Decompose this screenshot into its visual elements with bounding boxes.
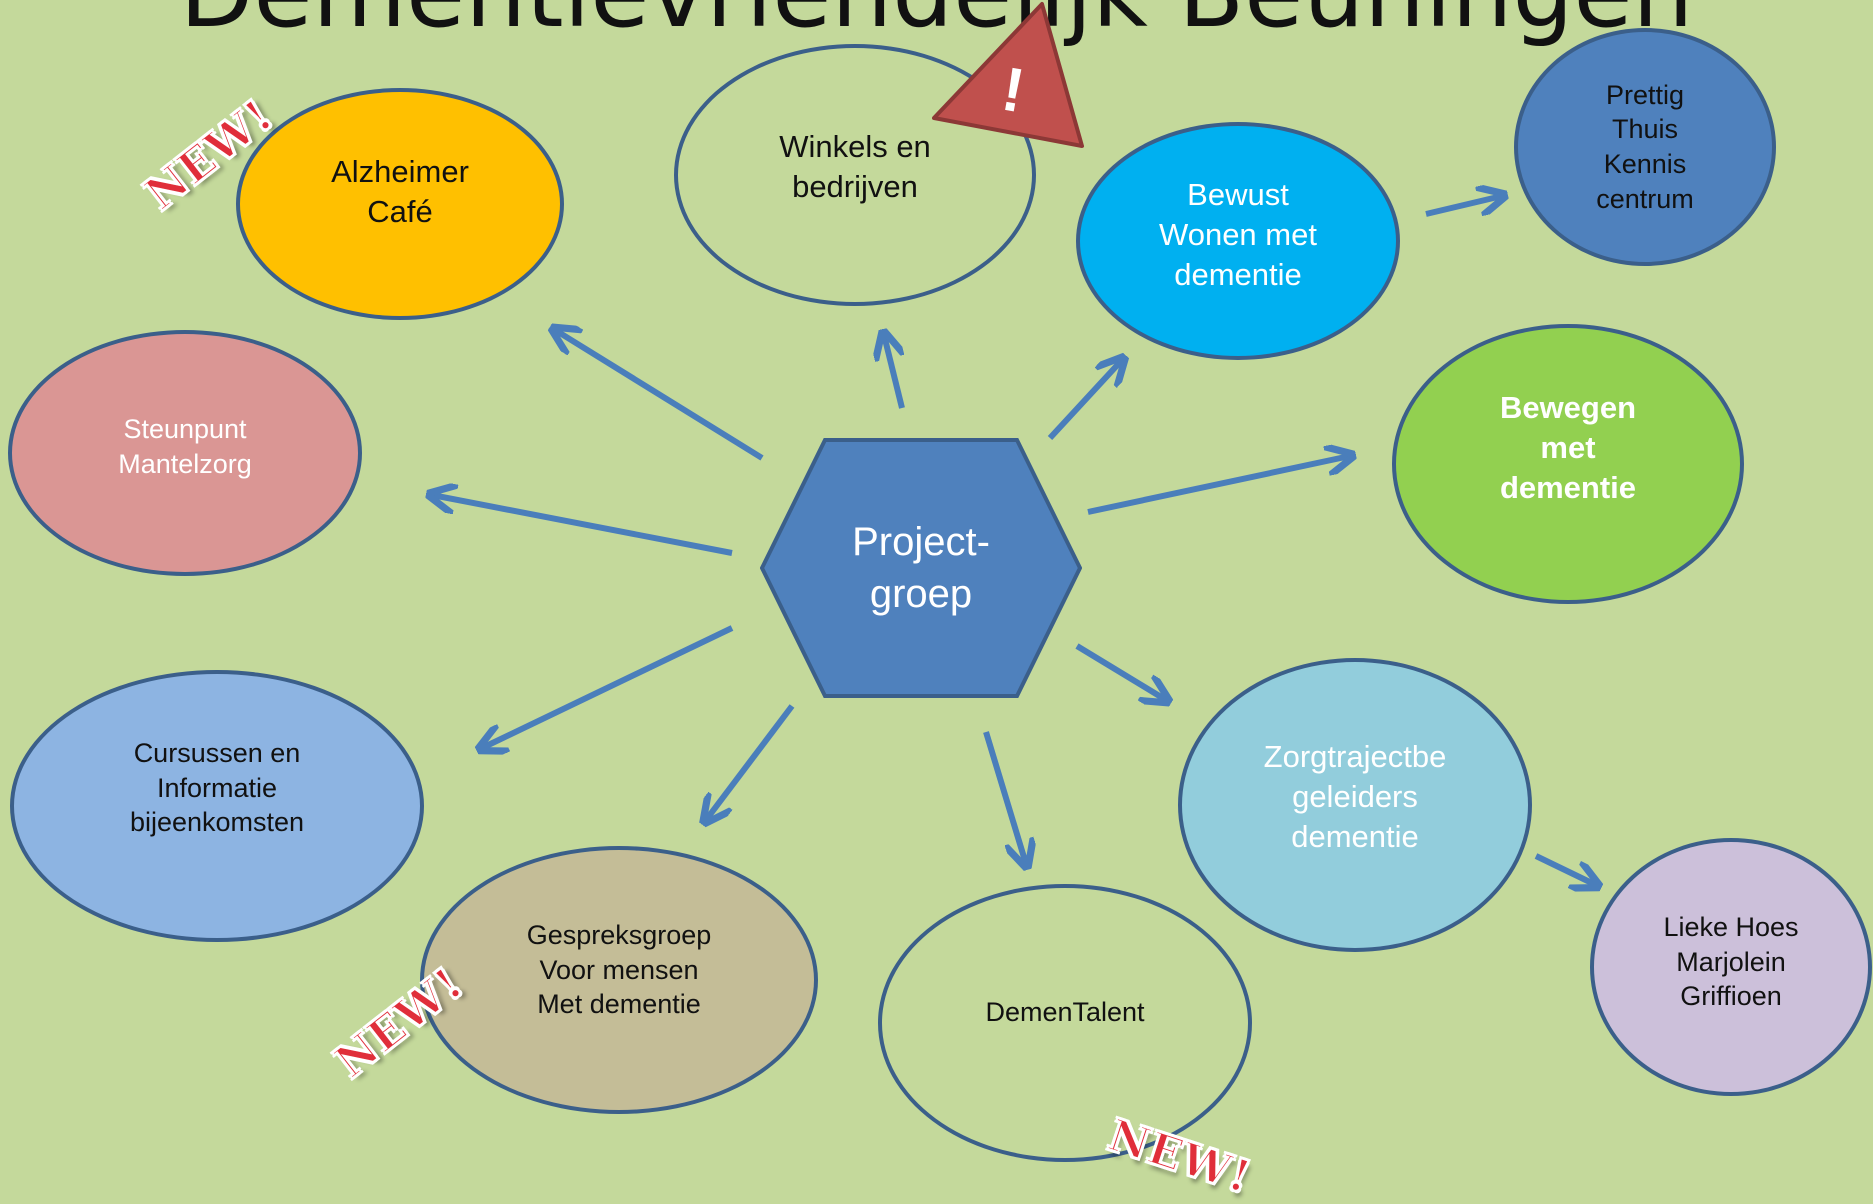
node-zorgtraject: Zorgtrajectbe geleiders dementie <box>1178 658 1532 952</box>
node-steunpunt: Steunpunt Mantelzorg <box>8 330 362 576</box>
node-prettig-thuis: Prettig Thuis Kennis centrum <box>1514 28 1776 266</box>
arrow-to-cursussen <box>482 625 734 748</box>
arrow-to-zorgtraject <box>1075 643 1166 700</box>
node-bewust-wonen-label: Bewust Wonen met dementie <box>1159 177 1317 292</box>
node-gespreksgroep: Gespreksgroep Voor mensen Met dementie <box>420 846 818 1114</box>
node-bewegen-label: Bewegen met dementie <box>1499 390 1637 505</box>
node-lieke-hoes: Lieke Hoes Marjolein Griffioen <box>1590 838 1872 1096</box>
arrow-to-gespreksgroep <box>706 704 795 820</box>
node-dementalent: DemenTalent <box>878 884 1252 1162</box>
arrow-to-bewegen <box>1087 456 1350 515</box>
node-cursussen: Cursussen en Informatie bijeenkomsten <box>10 670 424 942</box>
node-winkels-label: Winkels en bedrijven <box>779 129 931 204</box>
center-hexagon <box>760 438 1082 698</box>
node-zorgtraject-label: Zorgtrajectbe geleiders dementie <box>1263 739 1447 854</box>
arrow-to-steunpunt <box>432 495 733 556</box>
arrow-to-lieke-hoes <box>1534 853 1596 885</box>
node-lieke-hoes-label: Lieke Hoes Marjolein Griffioen <box>1663 912 1799 1012</box>
arrow-to-alzheimer-cafe <box>555 330 764 461</box>
node-dementalent-label: DemenTalent <box>985 996 1145 1027</box>
node-winkels: Winkels en bedrijven <box>674 44 1036 306</box>
arrow-to-bewust-wonen <box>1047 360 1122 441</box>
node-bewust-wonen: Bewust Wonen met dementie <box>1076 122 1400 360</box>
arrow-to-dementalent <box>983 731 1026 864</box>
center-hexagon-label: Project- groep <box>852 520 990 616</box>
node-steunpunt-label: Steunpunt Mantelzorg <box>118 414 252 479</box>
node-cursussen-label: Cursussen en Informatie bijeenkomsten <box>129 738 305 838</box>
arrow-to-winkels <box>884 335 905 409</box>
arrow-to-prettig-thuis <box>1425 196 1502 217</box>
node-prettig-thuis-label: Prettig Thuis Kennis centrum <box>1596 79 1694 214</box>
node-alzheimer-cafe: Alzheimer Café <box>236 88 564 320</box>
node-bewegen: Bewegen met dementie <box>1392 324 1744 604</box>
node-gespreksgroep-label: Gespreksgroep Voor mensen Met dementie <box>526 920 712 1020</box>
node-alzheimer-cafe-label: Alzheimer Café <box>331 154 469 229</box>
